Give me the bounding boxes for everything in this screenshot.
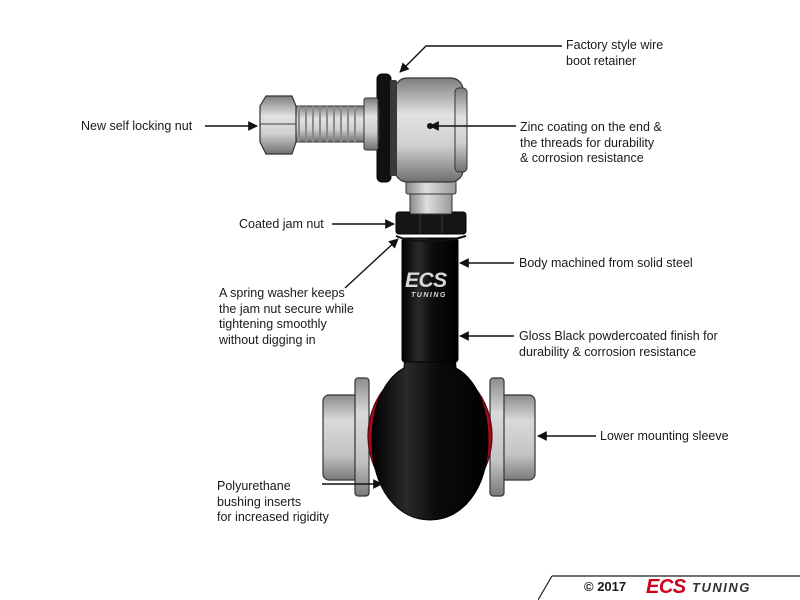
threaded-stud [405,177,457,215]
lower-mounting-sleeve-right [489,377,536,497]
wire-boot-retainer [376,73,397,183]
lower-mounting-sleeve-left [322,377,370,497]
horizontal-bolt [292,97,380,151]
footer-logo-brand: ECS [646,576,687,598]
footer-copyright: © 2017 [584,579,627,594]
footer-divider [538,575,800,600]
label-bushing: Polyurethane bushing inserts for increas… [217,479,329,524]
ecs-tuning-logo: ECS TUNING [646,576,751,598]
lower-housing [371,351,489,521]
label-zinc-coating: Zinc coating on the end & the threads fo… [520,120,662,165]
leader-boot-retainer [399,45,562,73]
main-body [401,237,459,363]
body-logo-text: ECS [405,269,447,292]
label-spring-washer: A spring washer keeps the jam nut secure… [219,286,354,347]
coated-jam-nut [395,211,467,235]
zinc-pointer-dot [427,123,433,129]
label-boot-retainer: Factory style wire boot retainer [566,38,664,68]
label-self-locking-nut: New self locking nut [81,119,193,133]
label-mounting-sleeve: Lower mounting sleeve [600,429,729,443]
body-ecs-logo: ECS TUNING [405,269,448,299]
footer: © 2017 ECS TUNING [538,572,800,600]
zinc-coated-end [394,77,468,183]
body-logo-subtext: TUNING [411,292,447,299]
leader-spring-washer [344,238,399,289]
label-body-machined: Body machined from solid steel [519,256,693,270]
leader-lines [205,45,596,489]
label-powdercoat: Gloss Black powdercoated finish for dura… [519,329,718,359]
self-locking-nut [259,95,297,155]
footer-logo-sub: TUNING [692,580,751,595]
label-jam-nut: Coated jam nut [239,217,324,231]
